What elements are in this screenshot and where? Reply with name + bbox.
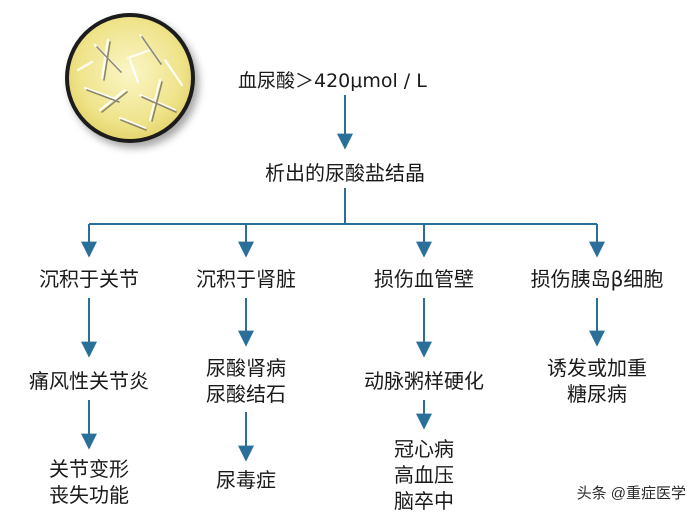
branch-2-level2-line-1: 尿酸肾病 [206,356,286,380]
branch-3-level3: 冠心病 高血压 脑卒中 [394,436,454,514]
branch-1-level3-line-2: 丧失功能 [49,483,129,507]
branch-title-joint: 沉积于关节 [39,267,139,291]
branch-4-level2: 诱发或加重 糖尿病 [547,355,647,407]
branch-3-level3-line-2: 高血压 [394,463,454,487]
crystal-microscope-image [65,13,195,143]
branch-title-islet: 损伤胰岛β细胞 [530,267,664,291]
branch-1-level2: 痛风性关节炎 [29,368,149,394]
branch-3-level2-line: 动脉粥样硬化 [364,369,484,393]
branch-3-level3-line-1: 冠心病 [394,437,454,461]
main-node-crystal-precipitation: 析出的尿酸盐结晶 [265,161,425,185]
uric-acid-threshold-label: 血尿酸＞420μmol / L [238,70,427,92]
branch-title-vessel: 损伤血管壁 [374,267,474,291]
branch-3-level3-line-3: 脑卒中 [394,489,454,513]
branch-2-level2: 尿酸肾病 尿酸结石 [206,355,286,407]
branch-2-level3-line: 尿毒症 [216,468,276,492]
branch-1-level2-line: 痛风性关节炎 [29,369,149,393]
source-watermark: 头条 @重症医学 [576,485,686,502]
branch-1-level3-line-1: 关节变形 [49,457,129,481]
branch-2-level3: 尿毒症 [216,467,276,493]
branch-title-kidney: 沉积于肾脏 [196,267,296,291]
branch-3-level2: 动脉粥样硬化 [364,368,484,394]
branch-1-level3: 关节变形 丧失功能 [49,456,129,508]
connector-lines [81,95,605,462]
branch-4-level2-line-2: 糖尿病 [567,382,627,406]
branch-4-level2-line-1: 诱发或加重 [547,356,647,380]
branch-2-level2-line-2: 尿酸结石 [206,382,286,406]
